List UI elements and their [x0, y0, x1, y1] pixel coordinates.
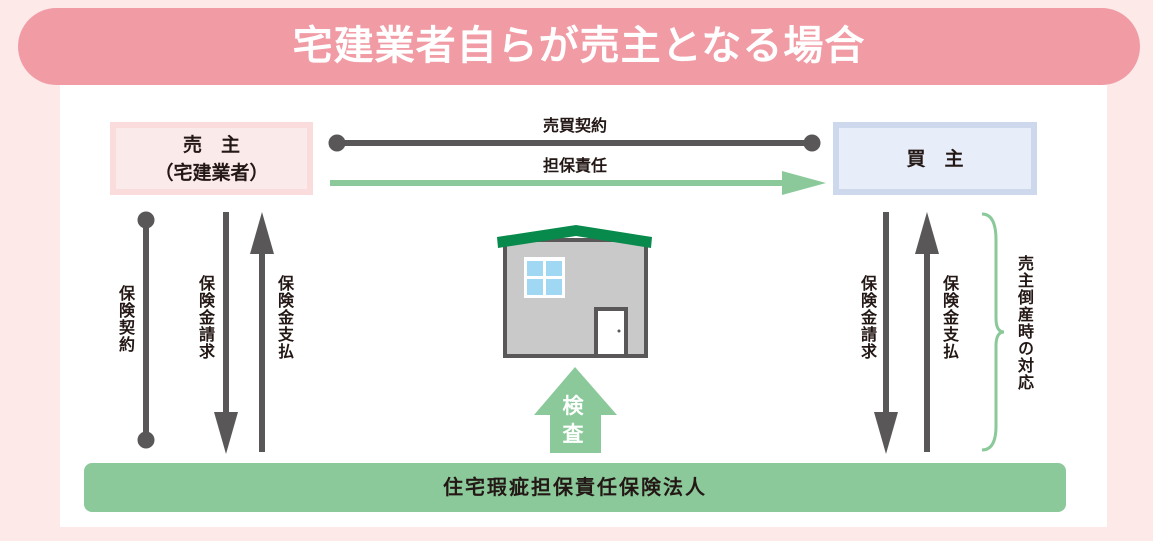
- right-payment-arrow-up: [915, 212, 939, 452]
- insurer-bar: 住宅瑕疵担保責任保険法人: [84, 463, 1066, 512]
- inspection-char-2: 査: [562, 422, 584, 446]
- warranty-arrow: [330, 171, 826, 195]
- left-payment-label: 保険金支払: [275, 275, 294, 360]
- bracket: [981, 212, 1005, 452]
- bankruptcy-note: 売主倒産時の対応: [1015, 255, 1034, 391]
- seller-label: 売 主: [182, 133, 240, 156]
- left-claim-label: 保険金請求: [196, 275, 215, 360]
- insurance-contract-label: 保険契約: [116, 285, 135, 353]
- buyer-box: 買 主: [833, 122, 1037, 195]
- left-claim-arrow-down: [214, 212, 238, 454]
- buyer-label: 買 主: [906, 147, 964, 170]
- warranty-label: 担保責任: [542, 156, 607, 175]
- inspection-char-1: 検: [562, 394, 584, 418]
- right-claim-label: 保険金請求: [858, 275, 877, 360]
- insurance-contract-line: [137, 211, 155, 449]
- left-payment-arrow-up: [250, 212, 274, 452]
- house-icon: [497, 225, 652, 358]
- sales-contract-line: [328, 134, 821, 152]
- right-claim-arrow-down: [874, 212, 898, 454]
- page-title: 宅建業者自らが売主となる場合: [18, 8, 1140, 85]
- inspection-label: 検 査: [548, 392, 598, 448]
- sales-contract-label: 売買契約: [542, 116, 607, 135]
- seller-sublabel: （宅建業者）: [154, 161, 269, 184]
- right-payment-label: 保険金支払: [940, 275, 959, 360]
- inspection-arrow: [534, 367, 617, 453]
- seller-box: 売 主 （宅建業者）: [110, 122, 313, 195]
